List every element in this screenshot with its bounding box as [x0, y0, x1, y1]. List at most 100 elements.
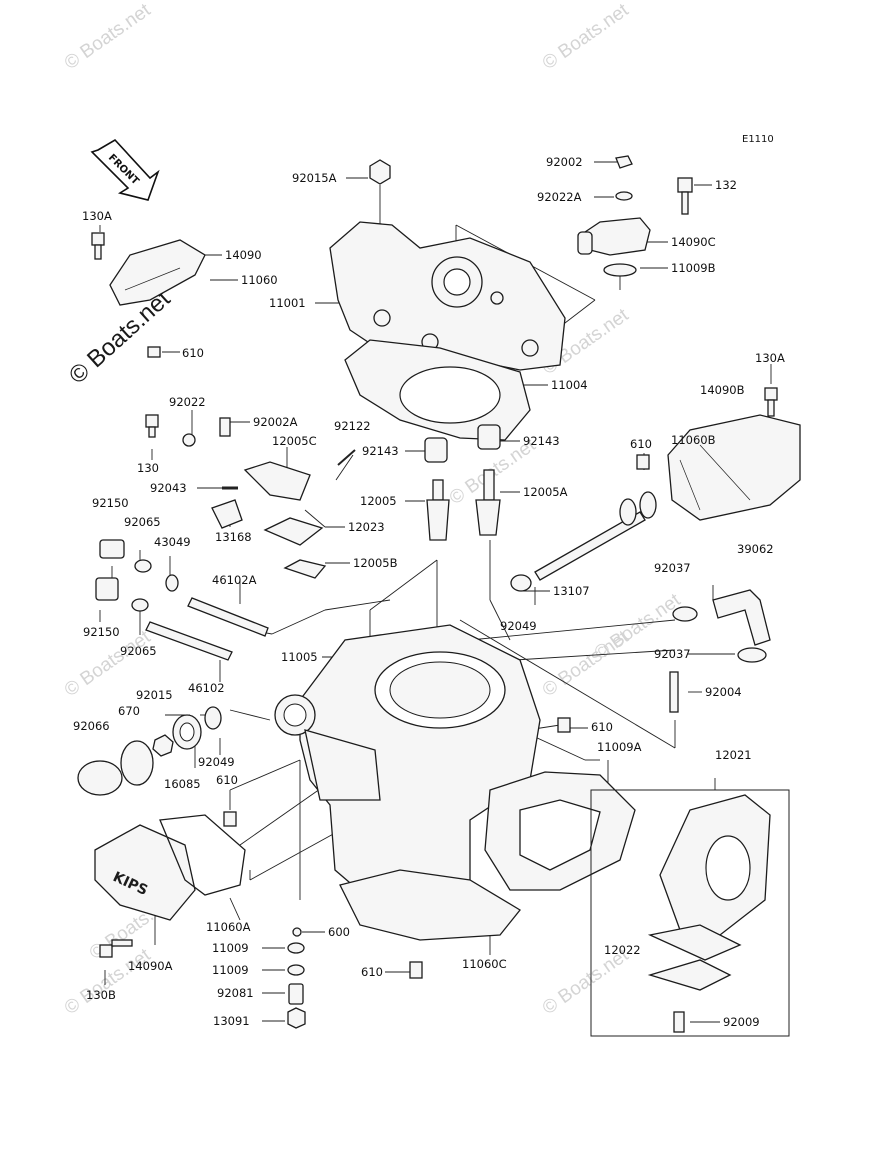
callout-label: 130: [137, 461, 159, 475]
hose-39062: [712, 589, 771, 646]
callout-label: 11009B: [671, 261, 716, 275]
stud-92004: [669, 671, 679, 713]
callout-label: 670: [118, 704, 140, 718]
stopper-plate: [647, 959, 732, 991]
gear-16085: [172, 714, 202, 750]
callout-label: 92049: [198, 755, 235, 769]
callout-label: 11004: [551, 378, 588, 392]
callout-label: 610: [182, 346, 204, 360]
callout-label: 11005: [281, 650, 318, 664]
roller-92143-left: [424, 437, 448, 463]
callout-label: 14090A: [128, 959, 173, 973]
callout-label: 12021: [715, 748, 752, 762]
callout-label: 92043: [150, 481, 187, 495]
head-gasket-11004: [344, 339, 531, 441]
callout-label: 130A: [82, 209, 112, 223]
guide-13168: [211, 499, 243, 529]
dowel-610-bottom: [409, 961, 423, 979]
watermark: © Boats.net: [61, 0, 155, 74]
washer-92065-lower: [131, 598, 149, 612]
dowel-610-mid: [557, 717, 571, 733]
plug-92150-lower: [95, 577, 119, 601]
callout-label: 12005: [360, 494, 397, 508]
rod-46102A: [187, 597, 269, 637]
callout-label: 11009A: [597, 740, 642, 754]
dowel-610-right: [636, 454, 650, 470]
lever-12005B: [283, 559, 327, 579]
callout-label: 12022: [604, 943, 641, 957]
bolt-130A-right: [764, 387, 778, 417]
screw-92009: [673, 1011, 685, 1033]
callout-label: 11009: [212, 941, 249, 955]
callout-label: 92004: [705, 685, 742, 699]
callout-label: 92143: [362, 444, 399, 458]
diagram-code: E1110: [742, 134, 774, 145]
callout-label: 92022A: [537, 190, 582, 204]
washer-92022A: [615, 191, 633, 201]
callout-label: 11001: [269, 296, 306, 310]
valve-12005A: [475, 469, 501, 536]
dowel-610-left: [223, 811, 237, 827]
oring-43049: [165, 574, 179, 592]
cylinder-11005: [274, 624, 541, 911]
callout-label: 12005B: [353, 556, 398, 570]
callout-label: 92037: [654, 647, 691, 661]
callout-label: 130B: [86, 988, 116, 1002]
shaft-13107: [534, 491, 657, 581]
callout-label: 46102A: [212, 573, 257, 587]
plug-92150-upper: [99, 539, 125, 559]
seal-92049: [510, 574, 532, 592]
ball-600: [292, 927, 302, 937]
callout-label: 92066: [73, 719, 110, 733]
callout-label: 46102: [188, 681, 225, 695]
callout-label: 13107: [553, 584, 590, 598]
callout-labels: 92015A 92002 92022A 132 14090C 11009B 13…: [73, 155, 785, 1029]
bolt-92002: [615, 155, 633, 169]
cylinder-head-11001: [329, 221, 566, 371]
washer-92065-upper: [134, 559, 152, 573]
plug-13091: [287, 1007, 306, 1029]
bolt-130B: [99, 939, 133, 958]
callout-label: 610: [630, 437, 652, 451]
callout-label: 92081: [217, 986, 254, 1000]
callout-label: 13091: [213, 1014, 250, 1028]
nut-92015A: [369, 159, 391, 185]
callout-label: 92037: [654, 561, 691, 575]
cover-14090: [109, 239, 206, 306]
cap-92066: [77, 760, 123, 796]
callout-label: 14090: [225, 248, 262, 262]
callout-label: 12023: [348, 520, 385, 534]
lever-12005C: [243, 461, 311, 501]
callout-label: 92015: [136, 688, 173, 702]
callout-label: 92002A: [253, 415, 298, 429]
callout-label: 130A: [755, 351, 785, 365]
oring-670: [120, 740, 154, 786]
front-arrow-icon: FRONT: [90, 138, 160, 201]
callout-label: 11060: [241, 273, 278, 287]
callout-label: 39062: [737, 542, 774, 556]
callout-label: 14090C: [671, 235, 716, 249]
callout-label: 92143: [523, 434, 560, 448]
callout-label: 14090B: [700, 383, 745, 397]
callout-label: 610: [216, 773, 238, 787]
callout-label: 92015A: [292, 171, 337, 185]
reed-valve-box: [590, 789, 790, 1037]
callout-label: 12005C: [272, 434, 317, 448]
reed-gasket-11009A: [484, 771, 636, 891]
callout-label: 12005A: [523, 485, 568, 499]
bolt-92002A: [219, 417, 231, 437]
callout-label: 11060B: [671, 433, 716, 447]
callout-label: 92009: [723, 1015, 760, 1029]
callout-label: 610: [591, 720, 613, 734]
base-gasket-11060C: [339, 869, 521, 941]
callout-label: 11060C: [462, 957, 507, 971]
callout-label: 92022: [169, 395, 206, 409]
clamp-92037-lower: [737, 647, 767, 663]
valve-12005: [426, 479, 450, 541]
callout-label: 11009: [212, 963, 249, 977]
reed-plate-12022: [647, 924, 742, 961]
watermark: © Boats.net: [539, 0, 633, 74]
leader-lines: [99, 161, 772, 1023]
callout-label: 11060A: [206, 920, 251, 934]
